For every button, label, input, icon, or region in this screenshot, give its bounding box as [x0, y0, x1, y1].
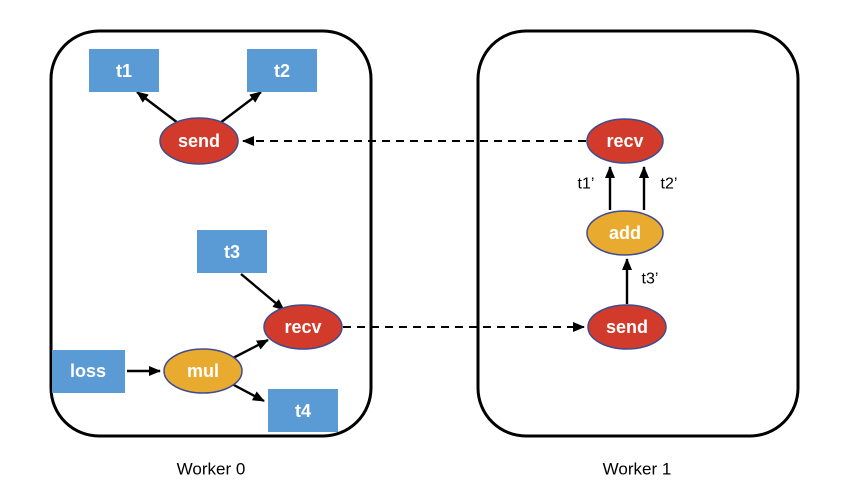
op-send-worker0-label: send: [178, 131, 220, 151]
op-recv-worker1: [586, 118, 664, 164]
worker1-caption: Worker 1: [603, 460, 672, 479]
tensor-t4-box: [268, 389, 338, 432]
edge-label-t2-grad: t2’: [661, 176, 678, 193]
tensor-t1-label: t1: [116, 61, 132, 81]
arrow-send-to-t2: [219, 91, 262, 124]
worker1-group: t1’ t2’ t3’ recv add send: [476, 29, 800, 438]
worker1-box: [476, 29, 800, 438]
tensor-t3-label: t3: [224, 242, 240, 262]
op-send-worker0: [159, 117, 239, 165]
arrow-send-to-t1: [136, 91, 179, 124]
arrow-mul-to-recv: [232, 338, 269, 360]
tensor-t1-box: [89, 49, 159, 92]
worker0-box: [49, 29, 373, 438]
op-mul-worker0: [163, 348, 243, 394]
tensor-t4-label: t4: [295, 401, 311, 421]
arrow-t3-to-recv: [240, 273, 285, 311]
op-recv-worker0: [263, 304, 343, 350]
op-send-worker1: [587, 304, 667, 350]
op-mul-worker0-label: mul: [187, 361, 219, 381]
op-add-worker1: [586, 210, 664, 256]
op-add-worker1-label: add: [609, 223, 641, 243]
worker0-caption: Worker 0: [177, 460, 246, 479]
tensor-t2-box: [247, 49, 317, 92]
tensor-loss-label: loss: [70, 361, 106, 381]
tensor-t2-label: t2: [274, 61, 290, 81]
edge-label-t3-grad: t3’: [642, 271, 659, 288]
edge-label-t1-grad: t1’: [578, 176, 595, 193]
tensor-t3-box: [197, 230, 267, 273]
op-send-worker1-label: send: [606, 317, 648, 337]
arrow-mul-to-t4: [231, 382, 265, 403]
worker0-group: t1 t2 t3 loss t4 send recv mul: [49, 29, 373, 438]
op-recv-worker1-label: recv: [606, 131, 643, 151]
op-recv-worker0-label: recv: [284, 317, 321, 337]
tensor-loss-box: [52, 350, 125, 393]
